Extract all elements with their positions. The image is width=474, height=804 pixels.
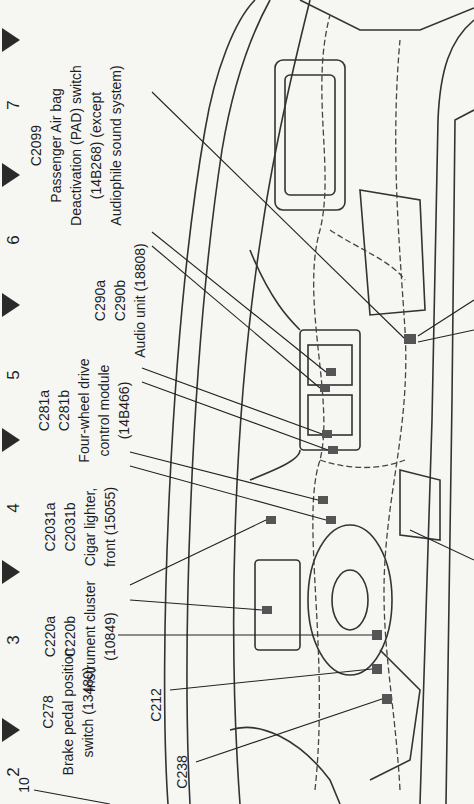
connectors: [262, 334, 416, 704]
callout-label: C212: [146, 680, 166, 730]
grid-number: 3: [4, 625, 24, 655]
callout-label: Passenger Air bag Deactivation (PAD) swi…: [46, 58, 126, 233]
callout-group: 10: [14, 772, 34, 798]
callout-group: C2099Passenger Air bag Deactivation (PAD…: [26, 58, 126, 233]
callout-label: C278: [38, 637, 58, 787]
callout-label: C2031b: [60, 472, 80, 582]
callout-group: C278Brake pedal position switch (13480): [38, 637, 98, 787]
callout-label: C2031a: [40, 472, 60, 582]
callout-group: 4: [4, 493, 24, 523]
callout-label: Audio unit (18808): [130, 233, 150, 368]
callout-group: C2031aC2031bCigar lighter, front (15055): [40, 472, 120, 582]
callout-label: C220a: [40, 579, 60, 694]
callout-label: Brake pedal position switch (13480): [58, 637, 98, 787]
callout-group: C238: [172, 747, 192, 797]
callout-label: Cigar lighter, front (15055): [80, 472, 120, 582]
grid-markers: [2, 28, 20, 742]
callout-group: C212: [146, 680, 166, 730]
grid-number: 7: [4, 90, 24, 120]
callout-label: C281a: [34, 348, 54, 473]
grid-number: 5: [4, 360, 24, 390]
callout-label: Four-wheel drive control module (14B466): [74, 348, 134, 473]
callout-label: 10: [14, 772, 34, 798]
callout-label: C281b: [54, 348, 74, 473]
callout-group: C290aC290bAudio unit (18808): [90, 233, 150, 368]
callout-group: 5: [4, 360, 24, 390]
callout-group: 6: [4, 225, 24, 255]
callout-label: C2099: [26, 58, 46, 233]
grid-number: 6: [4, 225, 24, 255]
callout-group: C281aC281bFour-wheel drive control modul…: [34, 348, 134, 473]
callout-label: C290b: [110, 233, 130, 368]
grid-number: 4: [4, 493, 24, 523]
callout-group: 7: [4, 90, 24, 120]
callout-label: C238: [172, 747, 192, 797]
body-outline: [165, 0, 474, 804]
callout-group: 3: [4, 625, 24, 655]
callout-label: C290a: [90, 233, 110, 368]
leader-lines: [34, 92, 474, 804]
